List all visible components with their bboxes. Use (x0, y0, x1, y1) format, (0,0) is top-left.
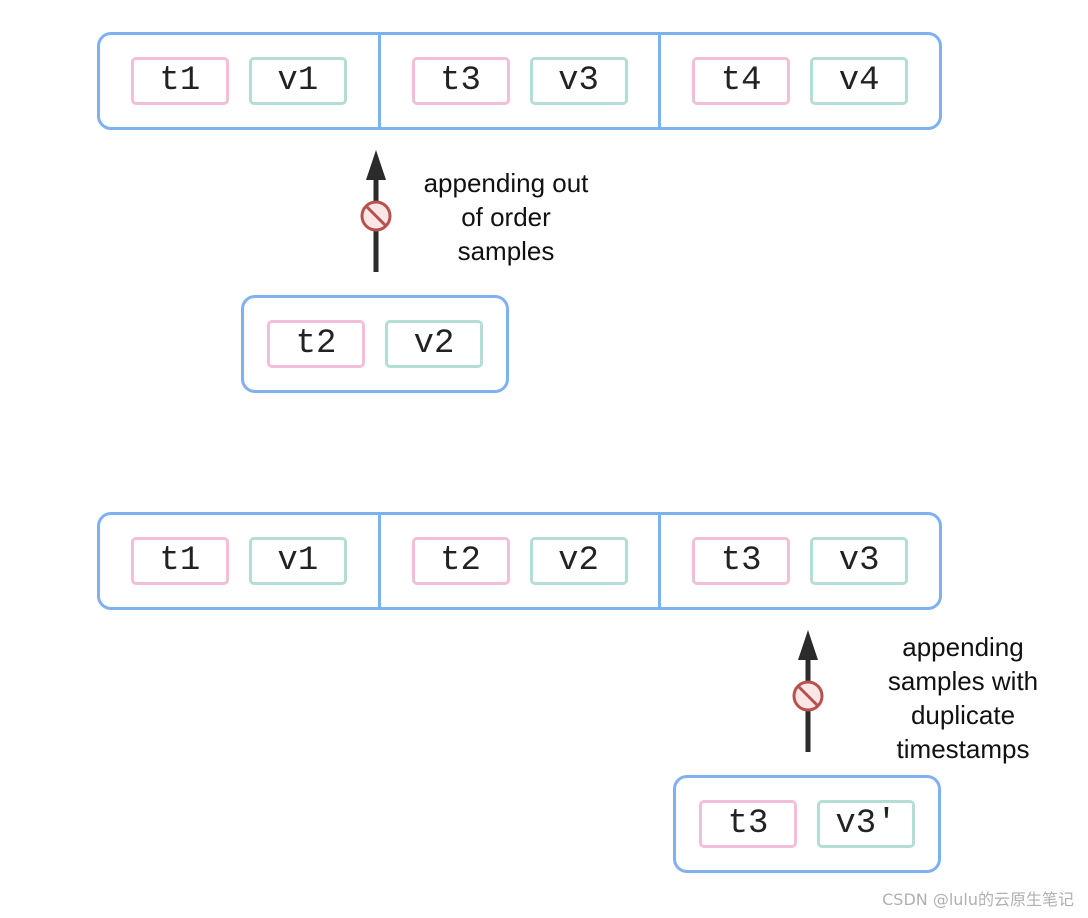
blocked-append-arrow (792, 630, 824, 752)
timestamp-box: t1 (130, 537, 229, 585)
value-box: v4 (810, 57, 909, 105)
label-line: of order (461, 202, 551, 232)
timestamp-box: t2 (267, 320, 365, 368)
timestamp-box: t4 (692, 57, 791, 105)
timestamp-box: t3 (411, 57, 510, 105)
no-entry-icon (360, 200, 392, 232)
incoming-sample: t2 v2 (241, 295, 509, 393)
label-line: appending out (423, 168, 589, 198)
timestamp-box: t3 (692, 537, 791, 585)
sample-slot: t1 v1 (100, 515, 378, 607)
top-chunk: t1 v1 t3 v3 t4 v4 (97, 32, 942, 130)
sample-slot: t3 v3 (658, 515, 939, 607)
sample-slot: t1 v1 (100, 35, 378, 127)
sample-slot: t3 v3 (377, 35, 659, 127)
duplicate-timestamps-label: appending samples with duplicate timesta… (852, 630, 1074, 766)
value-box: v3 (810, 537, 909, 585)
arrow-head (798, 630, 818, 660)
value-box: v1 (248, 57, 347, 105)
no-entry-icon (792, 680, 824, 712)
timestamp-box: t1 (130, 57, 229, 105)
label-line: appending (902, 632, 1024, 662)
value-box: v1 (248, 537, 347, 585)
sample-slot: t2 v2 (377, 515, 659, 607)
label-line: duplicate (910, 700, 1016, 730)
bottom-chunk: t1 v1 t2 v2 t3 v3 (97, 512, 942, 610)
value-box: v3 (529, 57, 628, 105)
blocked-append-arrow (360, 150, 392, 272)
timestamp-box: t3 (699, 800, 797, 848)
arrow-head (366, 150, 386, 180)
label-line: samples (457, 236, 555, 266)
value-box: v3' (817, 800, 915, 848)
incoming-sample: t3 v3' (673, 775, 941, 873)
label-line: timestamps (896, 734, 1030, 764)
value-box: v2 (529, 537, 628, 585)
sample-slot: t4 v4 (658, 35, 939, 127)
watermark: CSDN @lulu的云原生笔记 (882, 890, 1074, 909)
timestamp-box: t2 (411, 537, 510, 585)
value-box: v2 (385, 320, 483, 368)
label-line: samples with (887, 666, 1039, 696)
out-of-order-label: appending out of order samples (395, 166, 617, 268)
